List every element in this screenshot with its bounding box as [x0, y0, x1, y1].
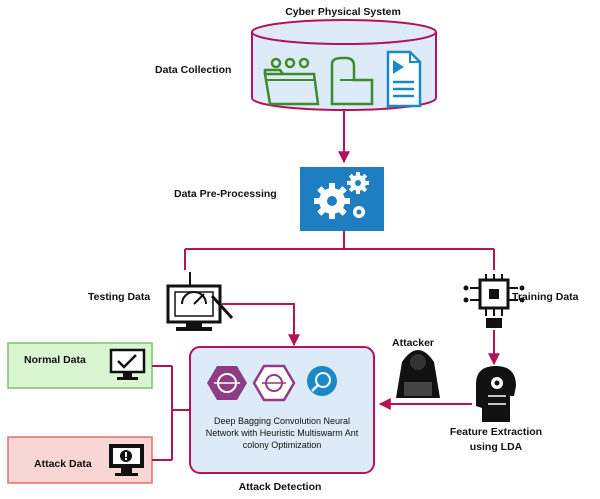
testing-data-monitor-icon [166, 272, 234, 331]
document-icon [386, 50, 422, 108]
diagram-title: Cyber Physical System [285, 6, 401, 18]
preprocessing-label: Data Pre-Processing [174, 188, 277, 200]
output-connectors [152, 365, 190, 461]
folder-icon [330, 56, 374, 106]
attack-data-label: Attack Data [34, 458, 92, 470]
split-connector [184, 231, 495, 270]
monitor-check-icon [109, 348, 146, 380]
network-sync-icon-1 [207, 366, 247, 400]
network-sync-icon-2 [252, 364, 296, 402]
feature-extraction-label-line1: Feature Extraction [450, 426, 542, 438]
attacker-label: Attacker [392, 337, 434, 349]
testing-data-label: Testing Data [88, 291, 150, 303]
model-description-line1: Deep Bagging Convolution Neural [214, 416, 350, 426]
search-analytics-icon [307, 366, 337, 396]
training-data-label: Training Data [512, 291, 579, 303]
arrow-testing-to-model [222, 303, 300, 347]
feature-extraction-head-icon [476, 366, 516, 422]
attacker-hacker-icon [396, 350, 440, 398]
monitor-alert-icon [109, 444, 144, 476]
data-collection-label: Data Collection [155, 64, 231, 76]
normal-data-label: Normal Data [24, 354, 86, 366]
training-data-chip-icon [463, 274, 525, 328]
folder-network-icon [263, 57, 320, 106]
gear-icon [314, 172, 369, 219]
model-description-line2: Network with Heuristic Multiswarm Ant [206, 428, 359, 438]
feature-extraction-label-line2: using LDA [470, 441, 523, 453]
attack-detection-label: Attack Detection [239, 481, 322, 493]
model-description-line3: colony Optimization [243, 440, 322, 450]
